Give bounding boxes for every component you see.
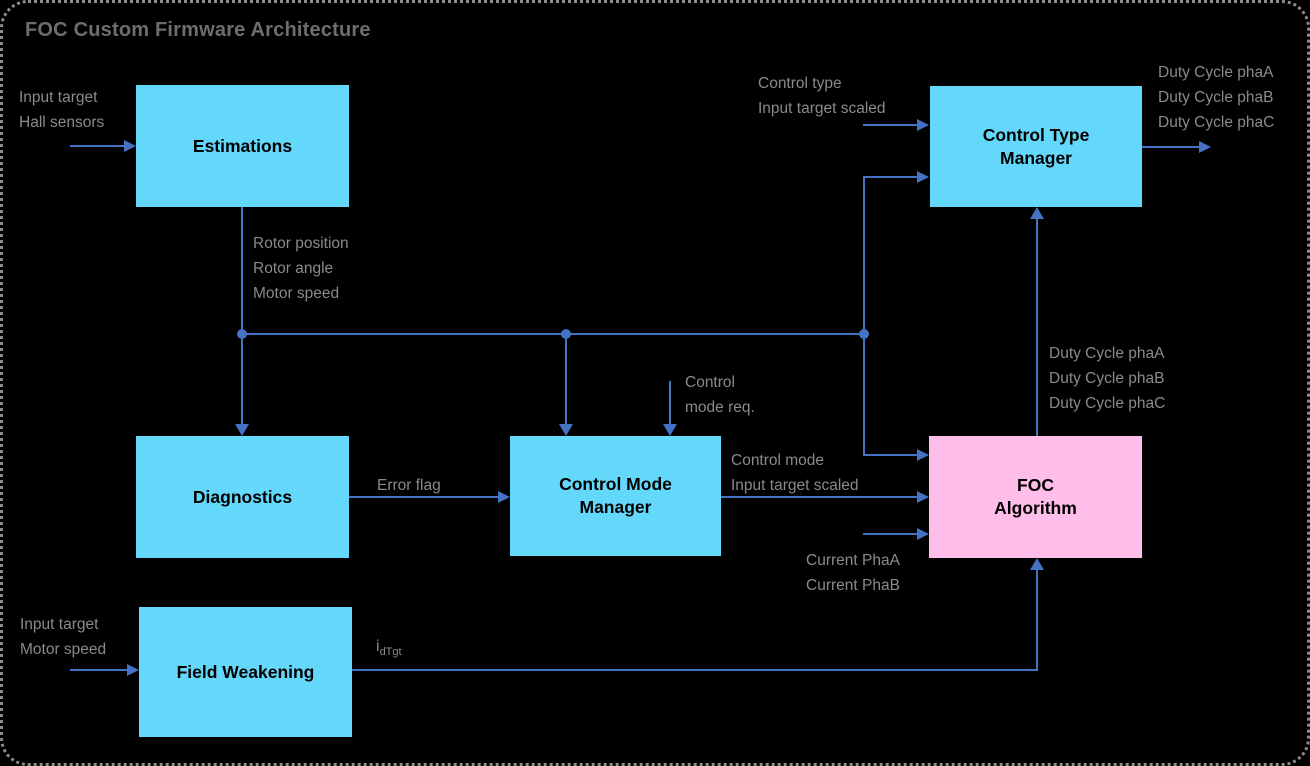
label-estimations-outputs: Rotor position Rotor angle Motor speed bbox=[253, 235, 349, 302]
label-error-flag: Error flag bbox=[377, 477, 441, 494]
label-current-inputs: Current PhaA Current PhaB bbox=[806, 552, 900, 594]
block-control-mode-manager: Control Mode Manager bbox=[510, 436, 721, 556]
arrowhead-into-cmm-1 bbox=[559, 424, 573, 436]
arrowhead-into-estimations bbox=[124, 140, 136, 152]
junction-dot-right bbox=[859, 329, 869, 339]
connector-ctm-input1-horizontal bbox=[863, 124, 917, 126]
connector-drop-diagnostics bbox=[241, 333, 243, 424]
connector-foc-input3-horizontal bbox=[863, 533, 917, 535]
connector-cmm-to-foc bbox=[721, 496, 917, 498]
arrowhead-into-foc-3 bbox=[917, 528, 929, 540]
block-foc-algorithm-line2: Algorithm bbox=[994, 498, 1077, 518]
label-control-type-inputs: Control type Input target scaled bbox=[758, 75, 886, 117]
connector-diagnostics-to-cmm bbox=[349, 496, 498, 498]
block-estimations: Estimations bbox=[136, 85, 349, 207]
arrowhead-into-diagnostics bbox=[235, 424, 249, 436]
block-diagnostics-label: Diagnostics bbox=[192, 486, 293, 507]
connector-foc-input1-horizontal bbox=[863, 454, 917, 456]
arrowhead-error-flag bbox=[498, 491, 510, 503]
arrowhead-into-foc-bottom bbox=[1030, 558, 1044, 570]
label-estimations-inputs: Input target Hall sensors bbox=[19, 89, 105, 131]
connector-ctm-output bbox=[1142, 146, 1199, 148]
label-duty-cycle-mid: Duty Cycle phaA Duty Cycle phaB Duty Cyc… bbox=[1049, 345, 1166, 412]
arrowhead-ctm-output bbox=[1199, 141, 1211, 153]
block-field-weakening-label: Field Weakening bbox=[176, 661, 315, 682]
block-control-type-manager-line1: Control Type bbox=[982, 124, 1090, 145]
arrowhead-into-foc-2 bbox=[917, 491, 929, 503]
connector-ctm-input2-horizontal bbox=[863, 176, 917, 178]
block-estimations-label: Estimations bbox=[192, 135, 293, 156]
arrowhead-into-foc-1 bbox=[917, 449, 929, 461]
label-control-mode-req: Control mode req. bbox=[685, 374, 755, 416]
arrowhead-into-ctm-2 bbox=[917, 171, 929, 183]
connector-foc-to-ctm bbox=[1036, 219, 1038, 436]
connector-bus-down-vertical bbox=[863, 334, 865, 455]
block-diagnostics: Diagnostics bbox=[136, 436, 349, 558]
connector-fw-output-vertical bbox=[1036, 570, 1038, 670]
connector-fw-input bbox=[70, 669, 127, 671]
junction-dot-left bbox=[237, 329, 247, 339]
connector-estimations-down bbox=[241, 207, 243, 335]
arrowhead-into-field-weakening bbox=[127, 664, 139, 676]
arrowhead-into-ctm-bottom bbox=[1030, 207, 1044, 219]
label-field-weakening-inputs: Input target Motor speed bbox=[20, 616, 107, 658]
arrowhead-into-ctm-1 bbox=[917, 119, 929, 131]
block-control-type-manager: Control Type Manager bbox=[930, 86, 1142, 207]
block-foc-algorithm-line1: FOC bbox=[1017, 475, 1054, 495]
junction-dot-middle bbox=[561, 329, 571, 339]
connector-fw-output-horizontal bbox=[352, 669, 1038, 671]
connector-estimations-input bbox=[70, 145, 124, 147]
block-foc-algorithm: FOC Algorithm bbox=[929, 436, 1142, 558]
block-control-mode-manager-line2: Manager bbox=[579, 497, 652, 517]
connector-bus-up-vertical bbox=[863, 177, 865, 335]
connector-drop-control-mode bbox=[565, 333, 567, 424]
block-control-type-manager-line2: Manager bbox=[1000, 147, 1072, 168]
diagram-title: FOC Custom Firmware Architecture bbox=[25, 19, 371, 41]
label-duty-cycle-outputs: Duty Cycle phaA Duty Cycle phaB Duty Cyc… bbox=[1158, 64, 1275, 131]
block-field-weakening: Field Weakening bbox=[139, 607, 352, 737]
label-idtgt: idTgt bbox=[376, 638, 402, 659]
connector-bus-horizontal bbox=[241, 333, 865, 335]
arrowhead-into-cmm-2 bbox=[663, 424, 677, 436]
connector-control-mode-req bbox=[669, 381, 671, 424]
block-control-mode-manager-line1: Control Mode bbox=[559, 474, 672, 494]
label-control-mode-outputs: Control mode Input target scaled bbox=[731, 452, 859, 494]
